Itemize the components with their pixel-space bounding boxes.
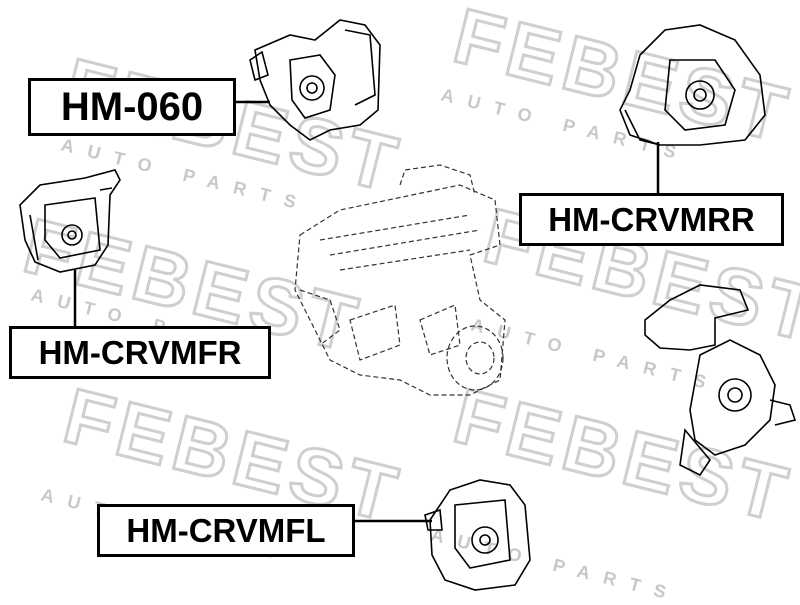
part-label-crvmfr: HM-CRVMFR [9,326,271,379]
part-label-crvmrr: HM-CRVMRR [519,193,784,246]
watermark-tagline-6: AUTO PARTS [429,524,682,600]
part-label-crvmfl: HM-CRVMFL [97,504,355,557]
watermark-brand-6: FEBEST [446,371,800,540]
mount-crvmfr-icon [19,169,121,273]
part-label-hm060: HM-060 [28,78,236,136]
engine-block-icon [294,164,506,396]
mount-right-assembly-icon [644,284,797,477]
mount-hm060-icon [249,19,381,141]
mount-crvmfl-icon [424,479,531,591]
mount-crvmrr-icon [619,24,766,146]
